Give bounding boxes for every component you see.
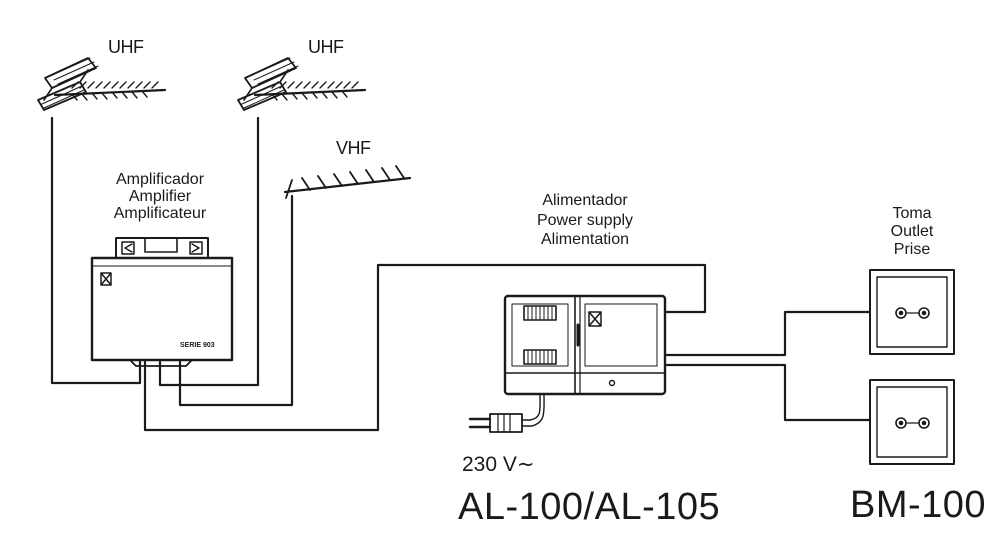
- uhf-antenna-1-icon: [37, 57, 167, 111]
- amplifier-label-fr: Amplificateur: [113, 205, 207, 222]
- outlet-model: BM-100: [850, 484, 987, 526]
- power-supply-label-en: Power supply: [536, 212, 634, 229]
- voltage-label: 230 V∼: [462, 453, 535, 476]
- vhf-antenna-icon: [283, 165, 412, 199]
- cable-uhf2-amp: [158, 116, 260, 387]
- uhf-1-label: UHF: [108, 37, 144, 57]
- outlet-label-es: Toma: [892, 205, 932, 222]
- amplifier-unit: [90, 237, 234, 367]
- uhf-2-label: UHF: [308, 37, 344, 57]
- power-supply-label-es: Alimentador: [542, 192, 628, 209]
- mains-plug-icon: [468, 393, 545, 433]
- power-supply-label-fr: Alimentation: [540, 231, 630, 248]
- outlet-label-en: Outlet: [890, 223, 934, 240]
- uhf-antenna-2-icon: [237, 57, 367, 111]
- cable-amp-psu: [143, 263, 707, 432]
- vhf-label: VHF: [336, 138, 371, 158]
- outlet-2: [869, 379, 955, 465]
- power-supply-unit: [503, 294, 667, 396]
- cable-vhf-amp: [178, 194, 294, 407]
- cable-uhf1-amp: [50, 116, 142, 385]
- outlet-label-fr: Prise: [893, 241, 931, 258]
- amplifier-label-es: Amplificador: [115, 171, 205, 188]
- cable-psu-outlet2: [663, 363, 872, 422]
- outlet-1: [869, 269, 955, 355]
- amplifier-label-en: Amplifier: [128, 188, 192, 205]
- power-supply-model: AL-100/AL-105: [458, 486, 721, 528]
- amplifier-series-label: SERIE 903: [180, 342, 215, 349]
- cable-psu-outlet1: [663, 310, 872, 357]
